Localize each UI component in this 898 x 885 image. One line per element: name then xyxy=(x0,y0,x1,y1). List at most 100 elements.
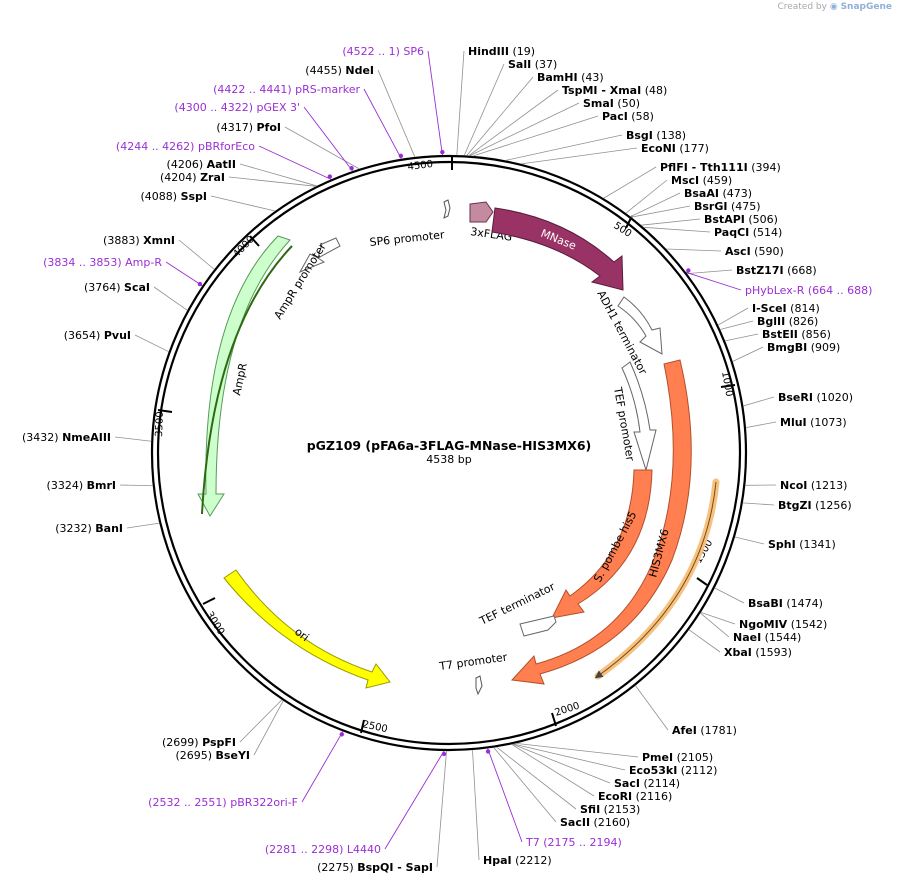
site-bstapi[interactable]: BstAPI (506) xyxy=(641,213,778,226)
primer-pbrforeco[interactable]: (4244 .. 4262) pBRforEco xyxy=(116,140,333,180)
site-name: NaeI xyxy=(733,631,761,644)
site-position: (814) xyxy=(787,302,820,315)
s-pombe-his5-arrow[interactable] xyxy=(551,469,653,619)
site-bmri[interactable]: (3324) BmrI xyxy=(47,479,153,492)
ampr-promoter-label: AmpR promoter xyxy=(272,240,330,321)
site-bstz17i[interactable]: BstZ17I (668) xyxy=(686,264,817,277)
ampr-promoter-arrow[interactable] xyxy=(298,237,341,274)
site-pfoi[interactable]: (4317) PfoI xyxy=(216,121,360,170)
primer-l4440[interactable]: (2281 .. 2298) L4440 xyxy=(265,750,447,856)
site-paci[interactable]: PacI (58) xyxy=(472,110,654,157)
site-bsaai[interactable]: BsaAI (473) xyxy=(630,187,753,218)
primer-t7[interactable]: T7 (2175 .. 2194) xyxy=(485,748,622,849)
primer-range: (2532 .. 2551) xyxy=(148,796,230,809)
site-bani[interactable]: (3232) BanI xyxy=(55,522,160,535)
ampr-arrow[interactable] xyxy=(197,235,291,517)
primer-mark xyxy=(349,165,354,171)
primer-phyblex-r[interactable]: pHybLex-R (664 .. 688) xyxy=(685,268,872,297)
site-bseyi[interactable]: (2695) BseYI xyxy=(175,700,284,762)
site-label: BsaBI (1474) xyxy=(748,597,823,610)
site-hpai[interactable]: HpaI (2212) xyxy=(472,750,552,867)
his3mx6-direction-line xyxy=(594,481,717,679)
primer-label: (4422 .. 4441) pRS-marker xyxy=(213,83,360,96)
site-bmgbi[interactable]: BmgBI (909) xyxy=(732,341,841,362)
site-bseri[interactable]: BseRI (1020) xyxy=(743,391,853,407)
site-paqci[interactable]: PaqCI (514) xyxy=(643,226,783,239)
primer-range: (4422 .. 4441) xyxy=(213,83,295,96)
primer-amp-r[interactable]: (3834 .. 3853) Amp-R xyxy=(43,256,203,287)
site-mlui[interactable]: MluI (1073) xyxy=(745,416,847,429)
site-name: BmgBI xyxy=(767,341,807,354)
site-tspmi[interactable]: TspMI - XmaI (48) xyxy=(468,84,667,156)
site-sacii[interactable]: SacII (2160) xyxy=(493,747,630,829)
site-pspfi[interactable]: (2699) PspFI xyxy=(162,699,283,749)
site-bamhi[interactable]: BamHI (43) xyxy=(466,71,604,156)
site-position: (506) xyxy=(745,213,778,226)
site-sspi[interactable]: (4088) SspI xyxy=(140,190,276,212)
site-name: BamHI xyxy=(537,71,578,84)
site-leader-line xyxy=(641,218,701,226)
site-zrai[interactable]: (4204) ZraI xyxy=(160,171,317,187)
site-saci[interactable]: SacI (2114) xyxy=(512,743,680,790)
site-xmni[interactable]: (3883) XmnI xyxy=(103,234,215,270)
site-msci[interactable]: MscI (459) xyxy=(625,174,732,214)
site-nmeaiii[interactable]: (3432) NmeAIII xyxy=(22,431,152,444)
site-naei[interactable]: NaeI (1544) xyxy=(700,612,801,644)
site-asci[interactable]: AscI (590) xyxy=(666,245,784,258)
site-bsgi[interactable]: BsgI (138) xyxy=(505,129,686,161)
site-pmei[interactable]: PmeI (2105) xyxy=(516,742,713,764)
site-name: NcoI xyxy=(780,479,807,492)
site-ngomiv[interactable]: NgoMIV (1542) xyxy=(700,611,827,631)
primer-name: pHybLex-R xyxy=(745,284,808,297)
site-bsrgi[interactable]: BsrGI (475) xyxy=(631,200,761,218)
site-leader-line xyxy=(635,685,669,731)
primer-sp6[interactable]: (4522 .. 1) SP6 xyxy=(342,45,445,156)
site-sphi[interactable]: SphI (1341) xyxy=(734,536,836,551)
his3mx6-arrow[interactable] xyxy=(510,359,692,685)
site-xbai[interactable]: XbaI (1593) xyxy=(688,629,792,659)
site-name: MscI xyxy=(671,174,699,187)
flag-tag-arrow[interactable] xyxy=(469,201,494,223)
site-afei[interactable]: AfeI (1781) xyxy=(635,685,737,737)
site-position: (177) xyxy=(676,142,709,155)
tef-terminator-arrow[interactable] xyxy=(519,615,557,637)
adh1-terminator-arrow[interactable] xyxy=(617,296,663,355)
site-ndei[interactable]: (4455) NdeI xyxy=(305,64,416,158)
mnase-arrow[interactable] xyxy=(491,207,624,291)
ori-arrow[interactable] xyxy=(223,569,391,689)
site-name: SphI xyxy=(768,538,796,551)
site-aatii[interactable]: (4206) AatII xyxy=(167,158,317,187)
site-position: (4317) xyxy=(216,121,256,134)
primer-mark xyxy=(441,751,447,757)
site-position: (2112) xyxy=(677,764,717,777)
site-scai[interactable]: (3764) ScaI xyxy=(84,281,188,311)
site-bsteii[interactable]: BstEII (856) xyxy=(725,328,831,342)
site-label: MluI (1073) xyxy=(780,416,847,429)
primer-mark xyxy=(398,153,404,159)
tick-label-500: 500 xyxy=(611,220,633,240)
site-i-scei[interactable]: I-SceI (814) xyxy=(717,302,820,326)
sp6-promoter-arrow[interactable] xyxy=(443,199,451,219)
site-bspqi[interactable]: (2275) BspQI - SapI xyxy=(317,750,447,874)
site-name: BanI xyxy=(95,522,123,535)
site-hindiii[interactable]: HindIII (19) xyxy=(456,45,535,156)
site-bsabi[interactable]: BsaBI (1474) xyxy=(714,587,823,610)
site-pflfi[interactable]: PflFI - Tth111I (394) xyxy=(603,161,781,199)
site-ncoi[interactable]: NcoI (1213) xyxy=(745,479,847,492)
site-name-2: - SapI xyxy=(393,861,433,874)
site-btgzi[interactable]: BtgZI (1256) xyxy=(742,499,852,512)
site-ecori[interactable]: EcoRI (2116) xyxy=(511,743,673,803)
site-smai[interactable]: SmaI (50) xyxy=(469,97,640,157)
site-econi[interactable]: EcoNI (177) xyxy=(521,142,709,165)
tef-promoter-arrow[interactable] xyxy=(621,361,657,472)
site-pvui[interactable]: (3654) PvuI xyxy=(64,329,169,353)
t7-promoter-arrow[interactable] xyxy=(475,675,483,696)
primer-pgex-3-[interactable]: (4300 .. 4322) pGEX 3' xyxy=(174,101,354,172)
primer-pbr322ori-f[interactable]: (2532 .. 2551) pBR322ori-F xyxy=(148,731,344,809)
site-sfii[interactable]: SfiI (2153) xyxy=(496,746,641,816)
site-sali[interactable]: SalI (37) xyxy=(463,58,557,156)
primer-prs-marker[interactable]: (4422 .. 4441) pRS-marker xyxy=(213,83,404,160)
site-label: AfeI (1781) xyxy=(672,724,737,737)
site-eco53ki[interactable]: Eco53kI (2112) xyxy=(513,743,717,777)
site-bglii[interactable]: BglII (826) xyxy=(720,315,818,330)
